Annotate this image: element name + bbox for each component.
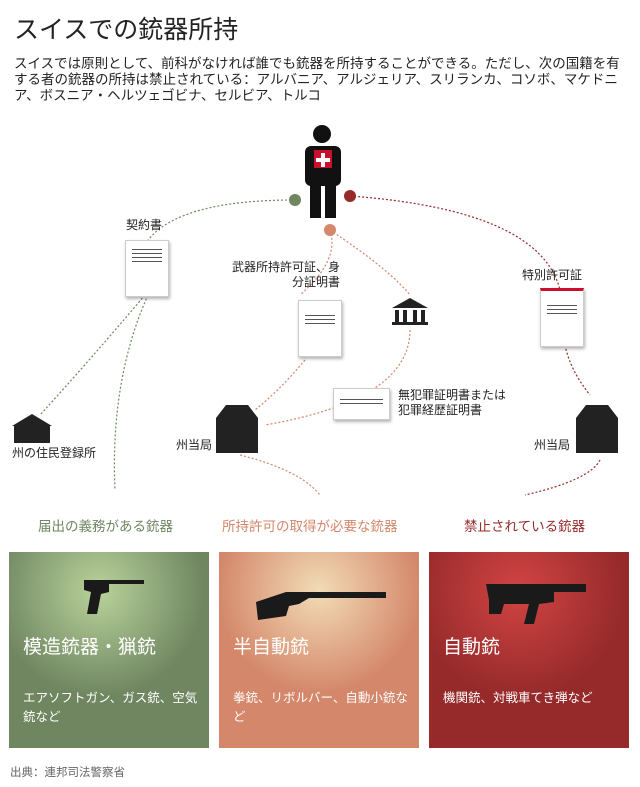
card-title: 自動銃: [443, 636, 501, 658]
canton-authority-label: 州当局: [176, 438, 213, 452]
submachine-gun-icon: [486, 584, 586, 624]
category-heading-permit: 所持許可の取得が必要な銃器: [222, 519, 398, 535]
salmon-dot: [324, 224, 336, 236]
contract-label: 契約書: [126, 218, 163, 232]
criminal-record-icon: [333, 388, 390, 420]
canton-authority-label: 州当局: [534, 438, 571, 452]
card-title: 半自動銃: [233, 636, 310, 658]
contract-document-icon: [125, 240, 169, 297]
category-heading-banned: 禁止されている銃器: [464, 519, 586, 535]
special-permit-label: 特別許可証: [522, 268, 583, 282]
special-permit-icon: [540, 288, 584, 347]
intro-text: スイスでは原則として、前科がなければ誰でも銃器を所持することができる。ただし、次…: [14, 56, 620, 104]
card-desc: 拳銃、リボルバー、自動小銃など: [233, 690, 408, 724]
card-replica-hunting: 模造銃器・猟銃 エアソフトガン、ガス銃、空気銃など: [9, 552, 209, 748]
shotgun-icon: [256, 592, 386, 620]
page-title: スイスでの銃器所持: [14, 15, 239, 44]
flow-lines: [12, 125, 618, 496]
source-note: 出典：連邦司法警察省: [10, 765, 125, 779]
residents-office-label: 州の住民登録所: [12, 446, 97, 460]
bank-icon: [392, 298, 428, 325]
card-desc: エアソフトガン、ガス銃、空気銃など: [23, 690, 198, 724]
card-desc: 機関銃、対戦車てき弾など: [443, 690, 593, 705]
permit-id-label: 武器所持許可証、身分証明書: [231, 260, 340, 289]
card-semi-automatic: 半自動銃 拳銃、リボルバー、自動小銃など: [219, 552, 419, 748]
card-title: 模造銃器・猟銃: [23, 636, 157, 658]
card-automatic: 自動銃 機関銃、対戦車てき弾など: [429, 552, 629, 748]
permit-document-icon: [298, 300, 342, 357]
green-dot: [289, 194, 301, 206]
pistol-icon: [84, 580, 144, 614]
person-icon: [305, 125, 341, 218]
red-dot: [344, 190, 356, 202]
criminal-record-label: 無犯罪証明書または犯罪経歴証明書: [398, 388, 507, 417]
building-icon: [12, 405, 618, 453]
category-heading-notify: 届出の義務がある銃器: [38, 519, 173, 535]
